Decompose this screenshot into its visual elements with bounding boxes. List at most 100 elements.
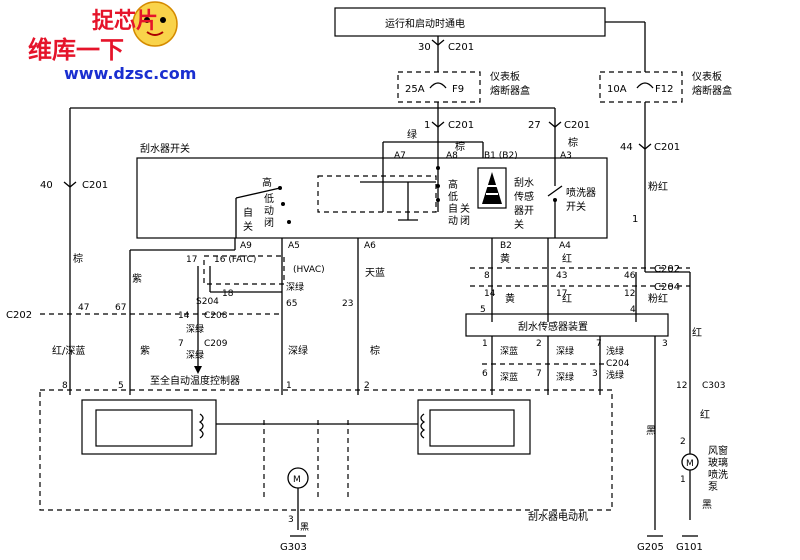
svg-text:C201: C201 (564, 120, 590, 131)
svg-text:传感: 传感 (514, 190, 534, 203)
svg-text:C202: C202 (6, 310, 32, 321)
svg-text:67: 67 (115, 303, 126, 313)
svg-text:闭: 闭 (460, 214, 470, 227)
svg-text:23: 23 (342, 299, 353, 309)
svg-text:A8: A8 (446, 151, 458, 161)
svg-text:7: 7 (596, 339, 602, 349)
ground-g205: G205 (637, 542, 664, 553)
svg-text:1: 1 (286, 381, 292, 391)
svg-text:5: 5 (118, 381, 124, 391)
svg-text:18: 18 (222, 289, 234, 299)
svg-text:深绿: 深绿 (556, 345, 574, 357)
svg-text:A6: A6 (364, 241, 376, 251)
svg-text:65: 65 (286, 299, 297, 309)
fuse-box-label-1b: 熔断器盒 (490, 84, 530, 97)
svg-text:深绿: 深绿 (556, 371, 574, 383)
svg-text:棕: 棕 (73, 252, 83, 265)
sensor-switch-icon (477, 167, 507, 209)
watermark-url: www.dzsc.com (64, 64, 196, 83)
watermark-logo: 捉芯片 维库一下 www.dzsc.com (28, 1, 196, 83)
svg-text:C202: C202 (654, 264, 680, 275)
svg-text:2: 2 (364, 381, 370, 391)
svg-text:深绿: 深绿 (186, 323, 204, 335)
motor-title: 刮水器电动机 (528, 510, 588, 523)
svg-text:动: 动 (264, 205, 274, 217)
svg-text:4: 4 (630, 305, 636, 315)
svg-text:1: 1 (482, 339, 488, 349)
svg-text:2: 2 (680, 437, 686, 447)
svg-text:粉红: 粉红 (648, 292, 668, 305)
svg-text:5: 5 (480, 305, 486, 315)
svg-text:自: 自 (243, 206, 253, 219)
svg-text:开关: 开关 (566, 200, 586, 213)
conn-30-name: C201 (448, 42, 474, 53)
svg-text:黑: 黑 (300, 522, 309, 533)
svg-text:黄: 黄 (505, 292, 515, 305)
motor-note: 至全自动温度控制器 (150, 374, 240, 387)
washer-pump-symbol (681, 453, 699, 471)
fuse-f9-id: F9 (452, 84, 464, 95)
svg-text:12: 12 (624, 289, 635, 299)
svg-text:浅绿: 浅绿 (606, 369, 624, 381)
svg-text:黑: 黑 (702, 499, 712, 511)
svg-text:C201: C201 (448, 120, 474, 131)
svg-text:风窗: 风窗 (708, 444, 728, 457)
svg-text:泵: 泵 (708, 481, 718, 493)
svg-text:低: 低 (448, 190, 458, 203)
svg-text:A3: A3 (560, 151, 572, 161)
svg-text:器开: 器开 (514, 205, 534, 217)
sensor-module-box (465, 313, 669, 337)
svg-text:8: 8 (62, 381, 68, 391)
svg-text:关: 关 (460, 202, 470, 215)
svg-text:40: 40 (40, 180, 53, 191)
svg-text:喷洗: 喷洗 (708, 469, 728, 481)
svg-text:关: 关 (514, 218, 524, 231)
svg-text:(HVAC): (HVAC) (293, 265, 325, 275)
svg-text:刮水: 刮水 (514, 176, 534, 189)
svg-text:C204: C204 (654, 282, 680, 293)
svg-text:46: 46 (624, 271, 636, 281)
svg-text:仪表板: 仪表板 (692, 70, 722, 83)
svg-text:B2: B2 (500, 241, 512, 251)
svg-text:棕: 棕 (370, 344, 380, 357)
svg-text:47: 47 (78, 303, 89, 313)
svg-text:27: 27 (528, 120, 541, 131)
ground-g101: G101 (676, 542, 703, 553)
svg-text:红/深蓝: 红/深蓝 (52, 344, 85, 357)
fuse-box-f12 (599, 71, 683, 103)
svg-text:3: 3 (592, 369, 598, 379)
watermark-slogan: 维库一下 (28, 36, 124, 64)
svg-text:C208: C208 (204, 311, 228, 321)
watermark-logo-text: 捉芯片 (92, 9, 158, 34)
svg-text:C204: C204 (606, 359, 630, 369)
svg-text:棕: 棕 (568, 136, 578, 149)
svg-text:2: 2 (536, 339, 542, 349)
svg-text:C209: C209 (204, 339, 228, 349)
svg-text:熔断器盒: 熔断器盒 (692, 84, 732, 97)
svg-text:6: 6 (482, 369, 488, 379)
svg-text:关: 关 (243, 220, 253, 233)
fuse-box-f9 (397, 71, 481, 103)
svg-text:3: 3 (662, 339, 668, 349)
svg-text:8: 8 (484, 271, 490, 281)
svg-text:A9: A9 (240, 241, 252, 251)
fuse-box-label-1: 仪表板 (490, 70, 520, 83)
svg-text:44: 44 (620, 142, 633, 153)
svg-text:A5: A5 (288, 241, 300, 251)
svg-text:高: 高 (262, 176, 272, 189)
svg-text:M: M (686, 459, 694, 469)
svg-text:喷洗器: 喷洗器 (566, 187, 596, 199)
svg-text:3: 3 (288, 515, 294, 525)
svg-text:玻璃: 玻璃 (708, 456, 728, 469)
svg-text:14: 14 (484, 289, 496, 299)
svg-text:17: 17 (186, 255, 197, 265)
svg-text:C303: C303 (702, 381, 725, 391)
svg-text:1: 1 (424, 120, 430, 131)
svg-text:C201: C201 (654, 142, 680, 153)
svg-text:深绿: 深绿 (288, 344, 308, 357)
svg-text:A7: A7 (394, 151, 406, 161)
svg-text:粉红: 粉红 (648, 180, 668, 193)
svg-text:动: 动 (448, 215, 458, 227)
fuse-f12-id: F12 (655, 84, 673, 95)
